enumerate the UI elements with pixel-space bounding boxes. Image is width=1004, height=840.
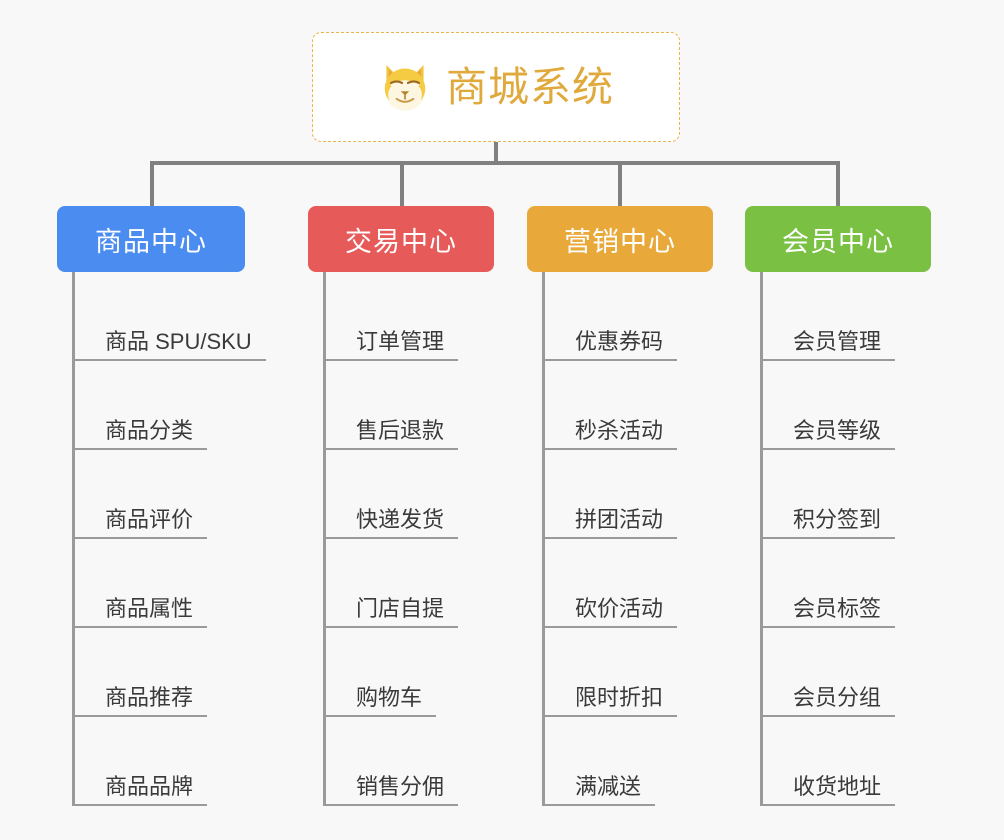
leaf-label: 砍价活动 [545,596,678,628]
connector-drop-1 [150,161,154,206]
list-item[interactable]: 收货地址 [763,717,896,806]
branch-rail [72,272,75,806]
shiba-dog-face-icon [378,60,432,114]
leaf-label: 收货地址 [763,774,896,806]
leaf-label: 会员分组 [763,685,896,717]
connector-drop-3 [618,161,622,206]
list-item[interactable]: 商品属性 [75,539,266,628]
leaf-label: 会员管理 [763,329,896,361]
list-item[interactable]: 商品 SPU/SKU [75,272,266,361]
category-label: 交易中心 [345,226,457,257]
list-item[interactable]: 秒杀活动 [545,361,678,450]
branch-rail [542,272,545,806]
category-box-商品中心[interactable]: 商品中心 [57,206,245,272]
leaf-label: 商品 SPU/SKU [75,329,266,361]
connector-horizontal-bus [150,161,838,165]
leaf-label: 门店自提 [326,596,459,628]
category-label: 会员中心 [782,226,894,257]
category-box-会员中心[interactable]: 会员中心 [745,206,931,272]
leaf-label: 购物车 [326,685,437,717]
leaf-label: 商品分类 [75,418,208,450]
leaf-label: 销售分佣 [326,774,459,806]
leaf-label: 商品属性 [75,596,208,628]
list-item[interactable]: 商品品牌 [75,717,266,806]
branch-会员中心: 会员管理 会员等级 积分签到 会员标签 会员分组 收货地址 [760,272,896,806]
leaf-label: 订单管理 [326,329,459,361]
leaf-label: 快递发货 [326,507,459,539]
leaf-label: 满减送 [545,774,656,806]
list-item[interactable]: 砍价活动 [545,539,678,628]
list-item[interactable]: 门店自提 [326,539,459,628]
leaf-label: 商品推荐 [75,685,208,717]
connector-root-stem [494,142,498,164]
root-node-mall-system[interactable]: 商城系统 [312,32,680,142]
category-label: 营销中心 [564,226,676,257]
connector-drop-4 [836,161,840,206]
branch-营销中心: 优惠券码 秒杀活动 拼团活动 砍价活动 限时折扣 满减送 [542,272,678,806]
list-item[interactable]: 快递发货 [326,450,459,539]
root-title: 商城系统 [446,63,614,110]
list-item[interactable]: 会员标签 [763,539,896,628]
list-item[interactable]: 会员分组 [763,628,896,717]
leaf-label: 积分签到 [763,507,896,539]
leaf-label: 秒杀活动 [545,418,678,450]
list-item[interactable]: 购物车 [326,628,458,717]
list-item[interactable]: 优惠券码 [545,272,678,361]
list-item[interactable]: 会员管理 [763,272,896,361]
branch-商品中心: 商品 SPU/SKU 商品分类 商品评价 商品属性 商品推荐 商品品牌 [72,272,266,806]
list-item[interactable]: 商品评价 [75,450,266,539]
leaf-label: 商品评价 [75,507,208,539]
branch-rail [760,272,763,806]
list-item[interactable]: 限时折扣 [545,628,678,717]
category-box-交易中心[interactable]: 交易中心 [308,206,494,272]
category-box-营销中心[interactable]: 营销中心 [527,206,713,272]
leaf-label: 会员标签 [763,596,896,628]
branch-rail [323,272,326,806]
leaf-label: 拼团活动 [545,507,678,539]
list-item[interactable]: 拼团活动 [545,450,678,539]
branch-交易中心: 订单管理 售后退款 快递发货 门店自提 购物车 销售分佣 [323,272,459,806]
leaf-label: 会员等级 [763,418,896,450]
leaf-label: 售后退款 [326,418,459,450]
connector-drop-2 [400,161,404,206]
list-item[interactable]: 满减送 [545,717,677,806]
list-item[interactable]: 商品推荐 [75,628,266,717]
leaf-label: 商品品牌 [75,774,208,806]
list-item[interactable]: 会员等级 [763,361,896,450]
list-item[interactable]: 订单管理 [326,272,459,361]
category-label: 商品中心 [95,226,207,257]
leaf-label: 优惠券码 [545,329,678,361]
list-item[interactable]: 积分签到 [763,450,896,539]
list-item[interactable]: 销售分佣 [326,717,459,806]
list-item[interactable]: 售后退款 [326,361,459,450]
list-item[interactable]: 商品分类 [75,361,266,450]
leaf-label: 限时折扣 [545,685,678,717]
